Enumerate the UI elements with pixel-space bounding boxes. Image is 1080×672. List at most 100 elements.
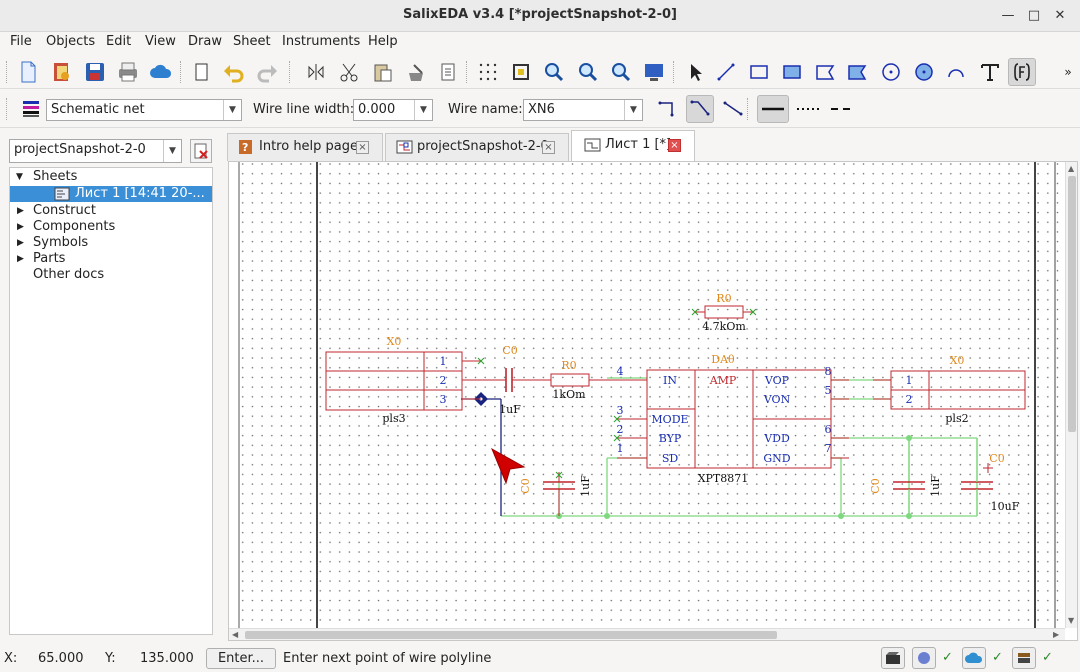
undo-icon[interactable] — [220, 58, 248, 86]
draw-filled-polygon-icon[interactable] — [843, 58, 871, 86]
toolbar-grip — [6, 98, 8, 120]
draw-filled-circle-icon[interactable] — [910, 58, 938, 86]
redo-icon[interactable] — [253, 58, 281, 86]
minimize-button[interactable]: — — [1001, 8, 1015, 23]
close-window-button[interactable]: ✕ — [1054, 8, 1066, 23]
toolbar-overflow-chevron-icon[interactable]: » — [1064, 65, 1072, 79]
c0-right-bottom-value: 1uF — [929, 475, 942, 497]
project-select[interactable]: projectSnapshot-2-0 ▼ — [9, 139, 182, 163]
draw-line-icon[interactable] — [712, 58, 740, 86]
text-tool-icon[interactable] — [976, 58, 1004, 86]
collapsed-arrow-icon[interactable]: ▶ — [17, 238, 24, 248]
network-icon[interactable] — [912, 647, 936, 669]
cloud-icon[interactable] — [147, 58, 175, 86]
schematic-drawing[interactable]: R0 4.7kOm X0 1 2 3 pls3 C0 1uF — [229, 162, 1077, 628]
select-pointer-icon[interactable] — [681, 58, 709, 86]
paste-icon[interactable] — [368, 58, 396, 86]
new-sheet-icon[interactable] — [187, 58, 215, 86]
scroll-right-arrow-icon[interactable]: ▶ — [1053, 630, 1060, 639]
save-icon[interactable] — [81, 58, 109, 86]
menu-instruments[interactable]: Instruments — [282, 34, 361, 49]
x-coord-label: X: — [4, 651, 18, 666]
tree-item-sheets[interactable]: ▼ Sheets — [10, 169, 212, 185]
close-icon[interactable]: × — [668, 139, 681, 152]
schematic-canvas[interactable]: R0 4.7kOm X0 1 2 3 pls3 C0 1uF — [228, 161, 1078, 641]
menu-sheet[interactable]: Sheet — [233, 34, 271, 49]
field-tool-icon[interactable] — [1008, 58, 1036, 86]
menu-objects[interactable]: Objects — [46, 34, 96, 49]
draw-arc-icon[interactable] — [942, 58, 970, 86]
line-dashed-icon[interactable] — [826, 95, 858, 123]
zoom-fit-icon[interactable] — [507, 58, 535, 86]
new-file-icon[interactable] — [14, 58, 42, 86]
menu-help[interactable]: Help — [368, 34, 398, 49]
close-project-button[interactable] — [190, 139, 212, 163]
menu-draw[interactable]: Draw — [188, 34, 222, 49]
cut-icon[interactable] — [335, 58, 363, 86]
print-icon[interactable] — [114, 58, 142, 86]
wire-toolbar: Schematic net ▼ Wire line width: 0.000 ▼… — [0, 90, 1080, 128]
scroll-down-arrow-icon[interactable]: ▼ — [1068, 616, 1075, 625]
draw-filled-rect-icon[interactable] — [778, 58, 806, 86]
maximize-button[interactable]: □ — [1027, 8, 1041, 23]
check-icon: ✓ — [992, 650, 1003, 665]
horizontal-scroll-thumb[interactable] — [245, 631, 777, 639]
draw-rect-icon[interactable] — [745, 58, 773, 86]
vertical-scrollbar[interactable]: ▲ ▼ — [1065, 162, 1077, 628]
tab-intro-help[interactable]: ? Intro help page × — [227, 133, 383, 161]
close-icon[interactable]: × — [356, 141, 369, 154]
wire-diagonal-icon[interactable] — [686, 95, 714, 123]
r0-series-symbol[interactable] — [550, 373, 607, 387]
tree-item-construct[interactable]: ▶ Construct — [10, 203, 212, 219]
horizontal-scrollbar[interactable]: ◀ ▶ — [229, 628, 1065, 640]
line-solid-icon[interactable] — [757, 95, 789, 123]
zoom-in-icon[interactable] — [540, 58, 568, 86]
scroll-left-arrow-icon[interactable]: ◀ — [232, 630, 239, 639]
tree-item-other-docs[interactable]: Other docs — [10, 267, 212, 283]
menu-edit[interactable]: Edit — [106, 34, 132, 49]
library-icon[interactable] — [1012, 647, 1036, 669]
scroll-up-arrow-icon[interactable]: ▲ — [1068, 164, 1075, 173]
wire-name-input[interactable]: XN6 ▼ — [523, 99, 643, 121]
c0-series-symbol[interactable] — [481, 368, 551, 392]
tree-item-sheet-1[interactable]: Лист 1 [14:41 20-... — [10, 186, 212, 202]
enter-button[interactable]: Enter... — [206, 648, 276, 669]
vertical-scroll-thumb[interactable] — [1068, 176, 1076, 432]
mirror-icon[interactable] — [302, 58, 330, 86]
ic-symbol[interactable] — [607, 369, 849, 469]
clapper-icon[interactable] — [881, 647, 905, 669]
conn-right-symbol[interactable] — [873, 370, 1026, 410]
draw-circle-icon[interactable] — [877, 58, 905, 86]
display-icon[interactable] — [640, 58, 668, 86]
net-color-icon[interactable] — [20, 98, 42, 120]
collapsed-arrow-icon[interactable]: ▶ — [17, 206, 24, 216]
properties-icon[interactable] — [434, 58, 462, 86]
collapsed-arrow-icon[interactable]: ▶ — [17, 254, 24, 264]
grid-icon[interactable] — [474, 58, 502, 86]
open-project-icon[interactable] — [48, 58, 76, 86]
tree-item-symbols[interactable]: ▶ Symbols — [10, 235, 212, 251]
tab-project[interactable]: projectSnapshot-2-0 × — [385, 133, 569, 161]
wire-width-input[interactable]: 0.000 ▼ — [353, 99, 433, 121]
menu-view[interactable]: View — [145, 34, 176, 49]
c0-left-bottom-value: 1uF — [579, 475, 592, 497]
net-type-select[interactable]: Schematic net ▼ — [46, 99, 242, 121]
wire-orthogonal-icon[interactable] — [654, 95, 682, 123]
zoom-window-icon[interactable] — [607, 58, 635, 86]
zoom-out-icon[interactable] — [574, 58, 602, 86]
collapsed-arrow-icon[interactable]: ▶ — [17, 222, 24, 232]
cloud-sync-icon[interactable] — [962, 647, 986, 669]
clear-icon[interactable] — [402, 58, 430, 86]
c0-left-bottom-symbol[interactable] — [543, 471, 575, 516]
tab-sheet-1[interactable]: Лист 1 [*] × — [571, 130, 695, 161]
tree-item-components[interactable]: ▶ Components — [10, 219, 212, 235]
close-icon[interactable]: × — [542, 141, 555, 154]
draw-polygon-icon[interactable] — [811, 58, 839, 86]
line-dotted-icon[interactable] — [792, 95, 824, 123]
wire-straight-icon[interactable] — [719, 95, 747, 123]
expanded-arrow-icon[interactable]: ▼ — [16, 172, 23, 182]
r0-top-symbol[interactable] — [691, 305, 757, 319]
conn-left-symbol[interactable] — [325, 351, 485, 411]
menu-file[interactable]: File — [10, 34, 32, 49]
tree-item-parts[interactable]: ▶ Parts — [10, 251, 212, 267]
